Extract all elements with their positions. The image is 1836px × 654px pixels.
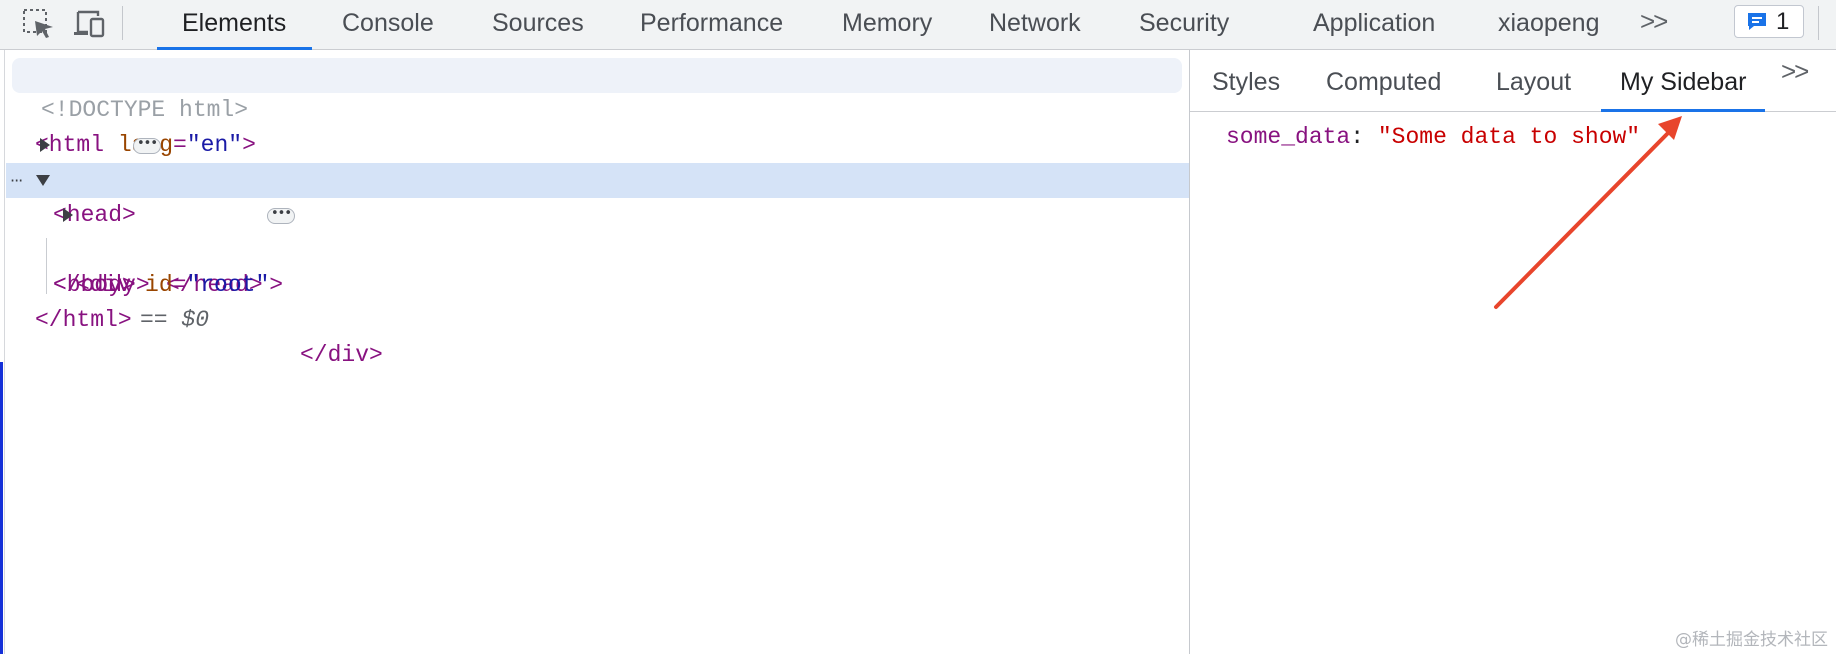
attr-value: "en" — [186, 132, 243, 158]
expand-triangle-icon[interactable] — [63, 208, 73, 222]
tab-console[interactable]: Console — [342, 9, 434, 37]
head-tag-close: </head> — [166, 272, 263, 298]
inspect-element-icon[interactable] — [22, 8, 56, 40]
tag-end: > — [269, 272, 284, 298]
issues-button[interactable]: 1 — [1734, 5, 1804, 38]
dom-tree: <!DOCTYPE html> <html lang="en"> <head> … — [6, 52, 1189, 654]
panel-divider[interactable] — [1189, 50, 1190, 654]
left-edge-strip — [0, 50, 5, 654]
main-toolbar: Elements Console Sources Performance Mem… — [0, 0, 1836, 50]
dom-node-div-root[interactable]: <div id="root"> ••• </div> — [6, 198, 1189, 368]
tab-memory[interactable]: Memory — [842, 9, 933, 37]
tab-computed[interactable]: Computed — [1326, 68, 1442, 96]
tab-elements[interactable]: Elements — [156, 0, 313, 50]
sidebar-tab-bar: Styles Computed Layout My Sidebar >> — [1190, 50, 1836, 112]
html-tag-close: </html> — [35, 307, 132, 333]
dom-node-doctype[interactable]: <!DOCTYPE html> — [12, 58, 1182, 123]
dom-node-body-close[interactable]: </body> — [6, 233, 1189, 298]
expand-triangle-icon[interactable] — [40, 138, 50, 152]
more-sidebar-tabs-chevron-icon[interactable]: >> — [1781, 56, 1809, 86]
collapsed-ellipsis-icon[interactable]: ••• — [133, 137, 161, 154]
row-menu-icon[interactable]: ··· — [10, 171, 23, 190]
dom-node-head[interactable]: <head> ••• </head> — [6, 128, 1189, 298]
tab-sources[interactable]: Sources — [492, 9, 584, 37]
sidebar-pane: some_data: "Some data to show" — [1190, 112, 1836, 654]
dom-node-html[interactable]: <html lang="en"> — [35, 132, 256, 158]
property-key: some_data — [1226, 124, 1351, 150]
attr-name: id — [145, 272, 173, 298]
sidebar-property[interactable]: some_data: "Some data to show" — [1226, 120, 1640, 155]
doctype-text: <!DOCTYPE html> — [41, 97, 249, 123]
issues-count: 1 — [1776, 8, 1790, 35]
device-toolbar-icon[interactable] — [72, 8, 106, 40]
attr-value: "root" — [186, 272, 270, 298]
tab-my-sidebar[interactable]: My Sidebar — [1600, 50, 1766, 112]
tab-layout[interactable]: Layout — [1496, 68, 1572, 96]
collapse-triangle-icon[interactable] — [36, 175, 50, 186]
dom-node-html-close[interactable]: </html> — [6, 268, 1189, 333]
tab-application[interactable]: Application — [1313, 9, 1436, 37]
more-tabs-chevron-icon[interactable]: >> — [1640, 6, 1668, 36]
div-tag-open: <div — [76, 272, 132, 298]
tab-network[interactable]: Network — [989, 9, 1081, 37]
tab-security[interactable]: Security — [1139, 9, 1230, 37]
collapsed-ellipsis-icon[interactable]: ••• — [267, 207, 295, 224]
page-edge — [0, 362, 3, 654]
message-icon — [1746, 12, 1768, 32]
property-colon: : — [1350, 124, 1365, 150]
tab-performance[interactable]: Performance — [640, 9, 784, 37]
body-tag-close: </body> — [53, 272, 150, 298]
div-tag-close: </div> — [300, 342, 383, 368]
dom-node-body[interactable]: ··· <body> == $0 — [6, 163, 1189, 333]
tag-end: > — [242, 132, 256, 158]
tab-styles[interactable]: Styles — [1212, 68, 1281, 96]
body-tag-open: <body> — [53, 272, 136, 298]
indent-guide — [46, 238, 47, 294]
toolbar-divider — [122, 6, 123, 40]
property-value: "Some data to show" — [1377, 124, 1641, 150]
selected-node-marker: == $0 — [140, 307, 210, 333]
toolbar-divider — [1818, 6, 1819, 40]
watermark: @稀土掘金技术社区 — [1675, 630, 1828, 650]
tab-xiaopeng[interactable]: xiaopeng — [1498, 9, 1600, 37]
